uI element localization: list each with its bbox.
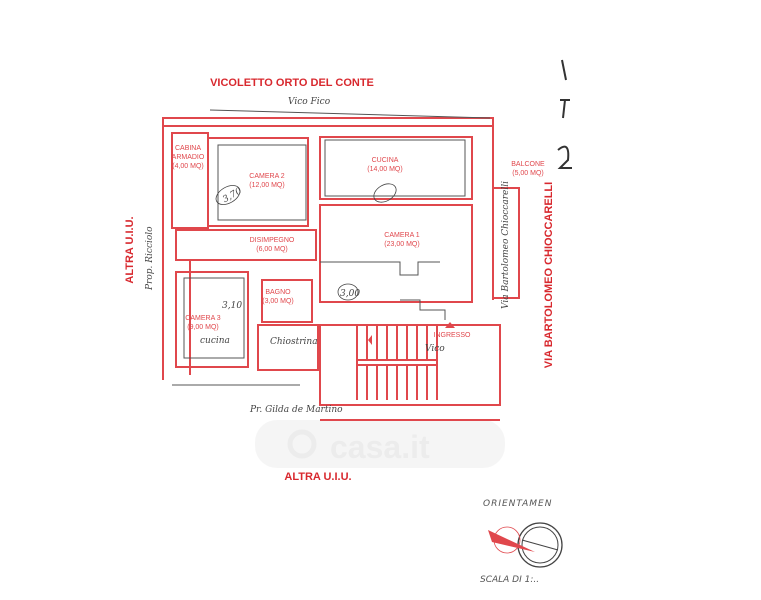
bottom-handwritten: Pr. Gilda de Martino bbox=[249, 405, 343, 415]
svg-text:(6,00 MQ): (6,00 MQ) bbox=[256, 246, 288, 253]
room-bagno: BAGNO (3,00 MQ) bbox=[262, 289, 294, 305]
watermark-text: casa.it bbox=[330, 429, 430, 465]
room-cucina: CUCINA (14,00 MQ) bbox=[367, 157, 402, 173]
svg-text:(23,00 MQ): (23,00 MQ) bbox=[384, 241, 419, 248]
note-cucina: cucina bbox=[200, 336, 230, 346]
svg-text:DISIMPEGNO: DISIMPEGNO bbox=[250, 237, 295, 244]
orientation-label: ORIENTAMEN bbox=[483, 499, 552, 509]
staircase bbox=[356, 325, 438, 400]
watermark: casa.it bbox=[255, 420, 505, 468]
room-camera-2: CAMERA 2 (12,00 MQ) bbox=[249, 173, 285, 189]
svg-text:(14,00 MQ): (14,00 MQ) bbox=[367, 166, 402, 173]
note-vico: Vico bbox=[425, 344, 445, 354]
side-label-left: ALTRA U.I.U. bbox=[124, 216, 136, 283]
scale-label: SCALA DI 1:.. bbox=[480, 575, 539, 585]
svg-text:(3,00 MQ): (3,00 MQ) bbox=[262, 298, 294, 305]
svg-text:CABINA: CABINA bbox=[175, 145, 201, 152]
side-label-bottom: ALTRA U.I.U. bbox=[284, 471, 351, 483]
note-height-2: 3,00 bbox=[340, 289, 360, 299]
room-disimpegno: DISIMPEGNO (6,00 MQ) bbox=[250, 237, 295, 253]
room-ingresso: INGRESSO bbox=[434, 332, 472, 339]
note-height-3: 3,10 bbox=[222, 301, 242, 311]
svg-text:ARMADIO: ARMADIO bbox=[172, 154, 205, 161]
street-handwritten-top: Vico Fico bbox=[288, 97, 331, 107]
left-handwritten: Prop. Ricciolo bbox=[145, 226, 155, 291]
room-cabina-armadio: CABINA ARMADIO (4,00 MQ) bbox=[172, 145, 205, 170]
note-height-1: 3,70 bbox=[221, 186, 244, 205]
street-label-top: VICOLETTO ORTO DEL CONTE bbox=[210, 77, 374, 89]
room-balcone: BALCONE (5,00 MQ) bbox=[511, 161, 545, 177]
right-handwritten: Via Bartolomeo Chioccarelli bbox=[501, 181, 511, 309]
partial-handwriting bbox=[557, 59, 572, 169]
room-camera-3: CAMERA 3 (9,00 MQ) bbox=[185, 315, 221, 331]
svg-text:(4,00 MQ): (4,00 MQ) bbox=[172, 163, 204, 170]
street-label-right: VIA BARTOLOMEO CHIOCCARELLI bbox=[543, 182, 555, 368]
svg-text:BALCONE: BALCONE bbox=[511, 161, 545, 168]
svg-text:CAMERA 2: CAMERA 2 bbox=[249, 173, 285, 180]
svg-text:BAGNO: BAGNO bbox=[265, 289, 291, 296]
svg-text:CUCINA: CUCINA bbox=[372, 157, 399, 164]
note-chiostrina: Chiostrina bbox=[270, 337, 318, 347]
svg-text:(9,00 MQ): (9,00 MQ) bbox=[187, 324, 219, 331]
room-camera-1: CAMERA 1 (23,00 MQ) bbox=[384, 232, 420, 248]
svg-text:(12,00 MQ): (12,00 MQ) bbox=[249, 182, 284, 189]
svg-text:(5,00 MQ): (5,00 MQ) bbox=[512, 170, 544, 177]
walls bbox=[162, 109, 520, 421]
svg-text:CAMERA 1: CAMERA 1 bbox=[384, 232, 420, 239]
svg-text:CAMERA 3: CAMERA 3 bbox=[185, 315, 221, 322]
compass-icon bbox=[488, 522, 563, 568]
